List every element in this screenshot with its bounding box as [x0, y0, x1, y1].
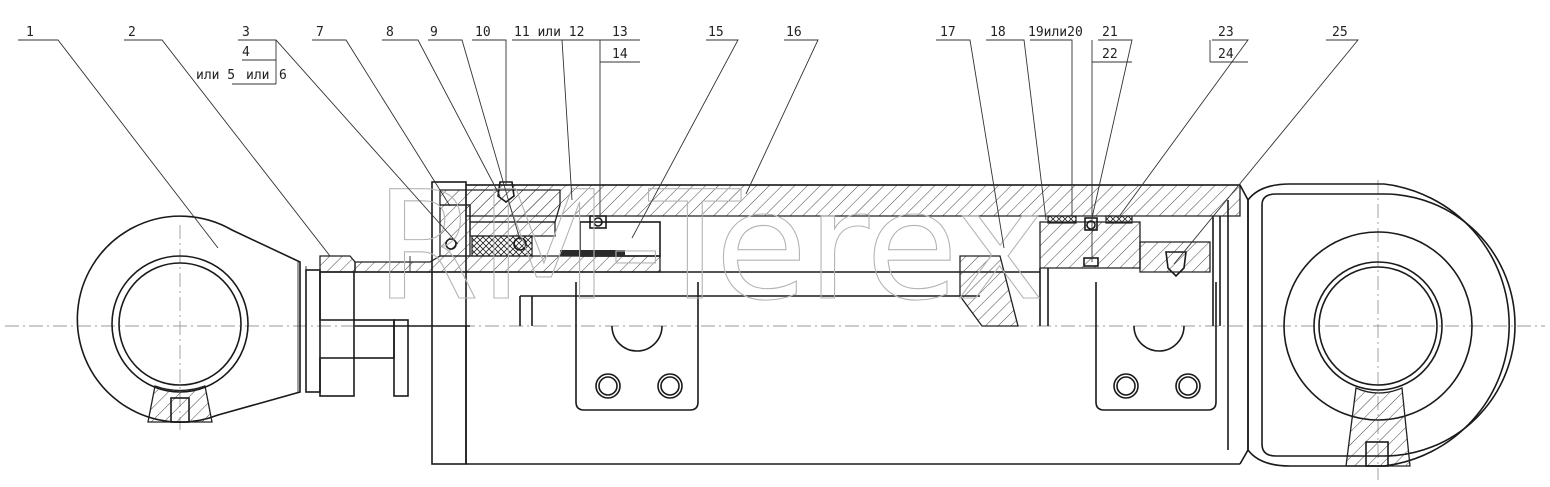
callout-25: 25 — [1332, 25, 1348, 40]
callout-16: 16 — [786, 25, 802, 40]
callout-14: 14 — [612, 47, 628, 62]
callout-4: 4 — [242, 45, 250, 60]
callout-3: 3 — [242, 25, 250, 40]
callout-2: 2 — [128, 25, 136, 40]
callout-17: 17 — [940, 25, 956, 40]
callout-18: 18 — [990, 25, 1006, 40]
lock-nut — [319, 255, 409, 397]
callout-6-or: или — [246, 68, 269, 83]
callout-1: 1 — [26, 25, 34, 40]
leader-lines — [18, 39, 1359, 265]
callout-13: 13 — [612, 25, 628, 40]
watermark-text: RM-Terex — [375, 160, 1044, 334]
callout-15: 15 — [708, 25, 724, 40]
callout-19-or-20: 19или20 — [1028, 25, 1083, 40]
callout-6: 6 — [279, 68, 287, 83]
rod-eye-left — [76, 215, 321, 423]
callout-7: 7 — [316, 25, 324, 40]
callout-10: 10 — [475, 25, 491, 40]
callout-labels: 1 2 3 4 или 5 или 6 7 8 9 10 11 или 12 1… — [26, 25, 1348, 83]
mounting-lug-left — [575, 282, 699, 411]
callout-11-or-12: 11 или 12 — [514, 25, 584, 40]
callout-5: или 5 — [196, 68, 235, 83]
callout-21: 21 — [1102, 25, 1118, 40]
callout-9: 9 — [430, 25, 438, 40]
mounting-lug-right — [1095, 241, 1217, 411]
callout-22: 22 — [1102, 47, 1118, 62]
rod-eye-right — [1247, 183, 1516, 467]
callout-8: 8 — [386, 25, 394, 40]
callout-24: 24 — [1218, 47, 1234, 62]
piston — [959, 215, 1141, 327]
callout-23: 23 — [1218, 25, 1234, 40]
